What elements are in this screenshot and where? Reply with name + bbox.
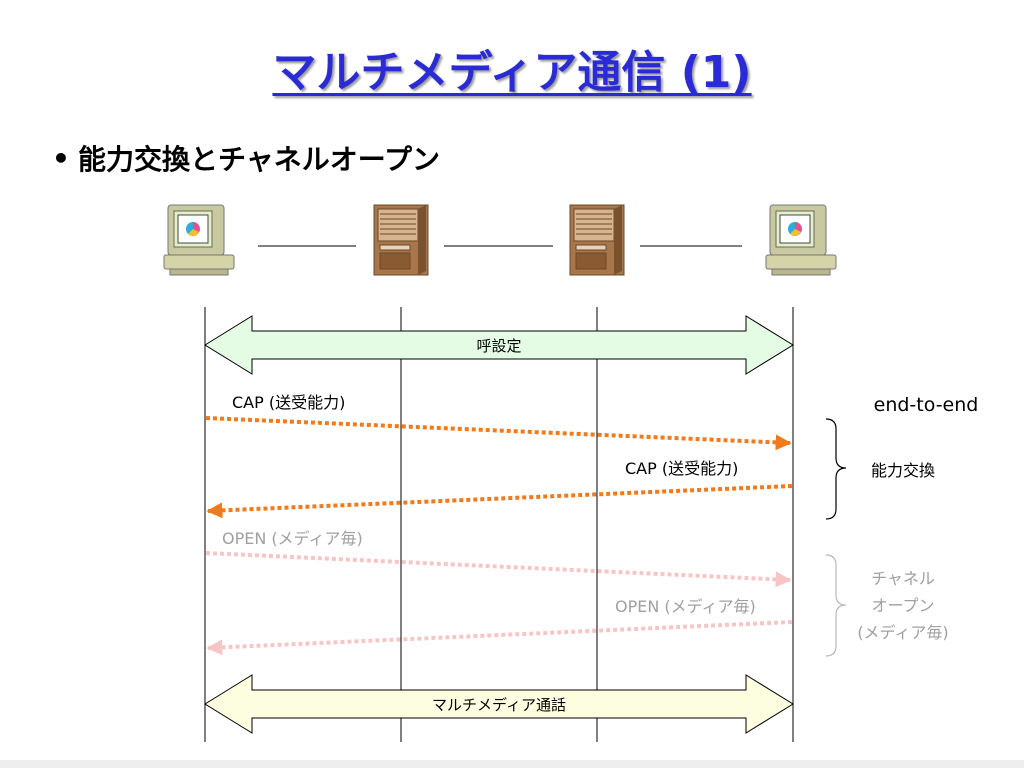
capability-exchange-label: 能力交換 <box>871 461 935 480</box>
footer-bar <box>0 760 1024 768</box>
end-to-end-label: end-to-end <box>874 394 979 416</box>
cap-forward-label: CAP (送受能力) <box>232 393 345 412</box>
bullet-dot: • <box>52 141 70 175</box>
media-call-arrow <box>204 674 794 734</box>
open-forward-arrow <box>205 551 792 588</box>
channel-open-label-line3: (メディア毎) <box>857 623 948 642</box>
open-backward-arrow <box>206 620 793 656</box>
capability-exchange-brace <box>825 418 847 520</box>
server-tower-icon <box>569 204 625 276</box>
computer-terminal-icon <box>163 204 235 276</box>
bullet-text: 能力交換とチャネルオープン <box>78 143 441 176</box>
page-title: マルチメディア通信 (1) <box>272 47 752 98</box>
call-setup-arrow <box>204 315 794 375</box>
server-tower-icon <box>373 204 429 276</box>
bullet-item: • 能力交換とチャネルオープン <box>52 138 440 178</box>
channel-open-brace <box>825 554 847 657</box>
open-backward-label: OPEN (メディア毎) <box>615 597 756 616</box>
channel-open-label-line1: チャネル <box>871 569 935 588</box>
cap-backward-label: CAP (送受能力) <box>625 459 738 478</box>
computer-terminal-icon <box>765 204 837 276</box>
cap-backward-arrow <box>206 484 793 519</box>
channel-open-label-line2: オープン <box>871 596 934 615</box>
call-setup-label: 呼設定 <box>476 337 521 355</box>
open-forward-label: OPEN (メディア毎) <box>222 529 363 548</box>
media-call-label: マルチメディア通話 <box>432 696 566 714</box>
cap-forward-arrow <box>205 416 792 451</box>
